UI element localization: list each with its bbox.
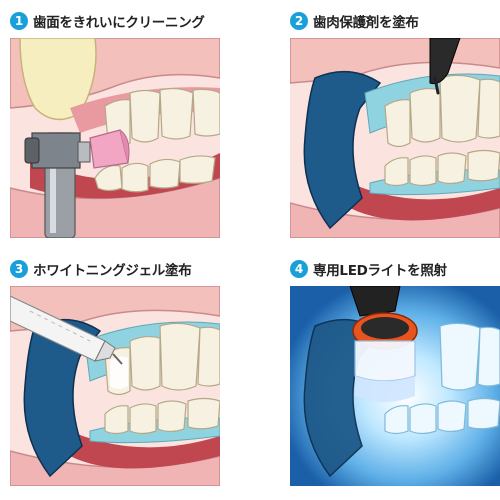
step-3-panel: 3 ホワイトニングジェル塗布 bbox=[10, 256, 240, 491]
step-4-header: 4 専用LEDライトを照射 bbox=[290, 256, 447, 282]
gum-protector-illustration bbox=[290, 38, 500, 238]
step-4-number-badge: 4 bbox=[290, 260, 308, 278]
step-2-illustration bbox=[290, 38, 500, 238]
upper-teeth bbox=[439, 322, 500, 391]
cheek-retractor bbox=[303, 70, 382, 230]
step-1-illustration bbox=[10, 38, 220, 238]
step-1-number-badge: 1 bbox=[10, 12, 28, 30]
applicator-syringe bbox=[429, 38, 461, 84]
cleaning-illustration bbox=[10, 38, 220, 238]
mouth-interior bbox=[350, 183, 500, 221]
step-2-number-badge: 2 bbox=[290, 12, 308, 30]
cheek-retractor bbox=[23, 318, 102, 478]
step-3-title: ホワイトニングジェル塗布 bbox=[33, 263, 192, 279]
finger-shape bbox=[19, 38, 97, 121]
led-light-unit bbox=[349, 286, 418, 402]
step-4-panel: 4 専用LEDライトを照射 bbox=[290, 256, 500, 491]
step-2-header: 2 歯肉保護剤を塗布 bbox=[290, 8, 419, 34]
led-light-illustration bbox=[290, 286, 500, 486]
step-3-number-badge: 3 bbox=[10, 260, 28, 278]
step-1-header: 1 歯面をきれいにクリーニング bbox=[10, 8, 205, 34]
mouth-interior bbox=[70, 431, 220, 469]
step-1-title: 歯面をきれいにクリーニング bbox=[33, 15, 205, 31]
step-3-illustration bbox=[10, 286, 220, 486]
upper-teeth bbox=[384, 74, 500, 148]
step-3-header: 3 ホワイトニングジェル塗布 bbox=[10, 256, 192, 282]
step-4-title: 専用LEDライトを照射 bbox=[313, 263, 447, 279]
step-2-title: 歯肉保護剤を塗布 bbox=[313, 15, 419, 31]
lower-teeth bbox=[94, 155, 216, 193]
step-2-panel: 2 歯肉保護剤を塗布 bbox=[290, 8, 500, 243]
step-1-panel: 1 歯面をきれいにクリーニング bbox=[10, 8, 240, 243]
whitening-gel bbox=[110, 356, 128, 389]
dental-handpiece bbox=[24, 132, 91, 238]
step-4-illustration bbox=[290, 286, 500, 486]
lower-teeth bbox=[104, 397, 220, 435]
lower-teeth bbox=[384, 149, 500, 187]
whitening-gel-illustration bbox=[10, 286, 220, 486]
lower-teeth bbox=[384, 397, 500, 435]
gel-syringe bbox=[10, 295, 123, 365]
